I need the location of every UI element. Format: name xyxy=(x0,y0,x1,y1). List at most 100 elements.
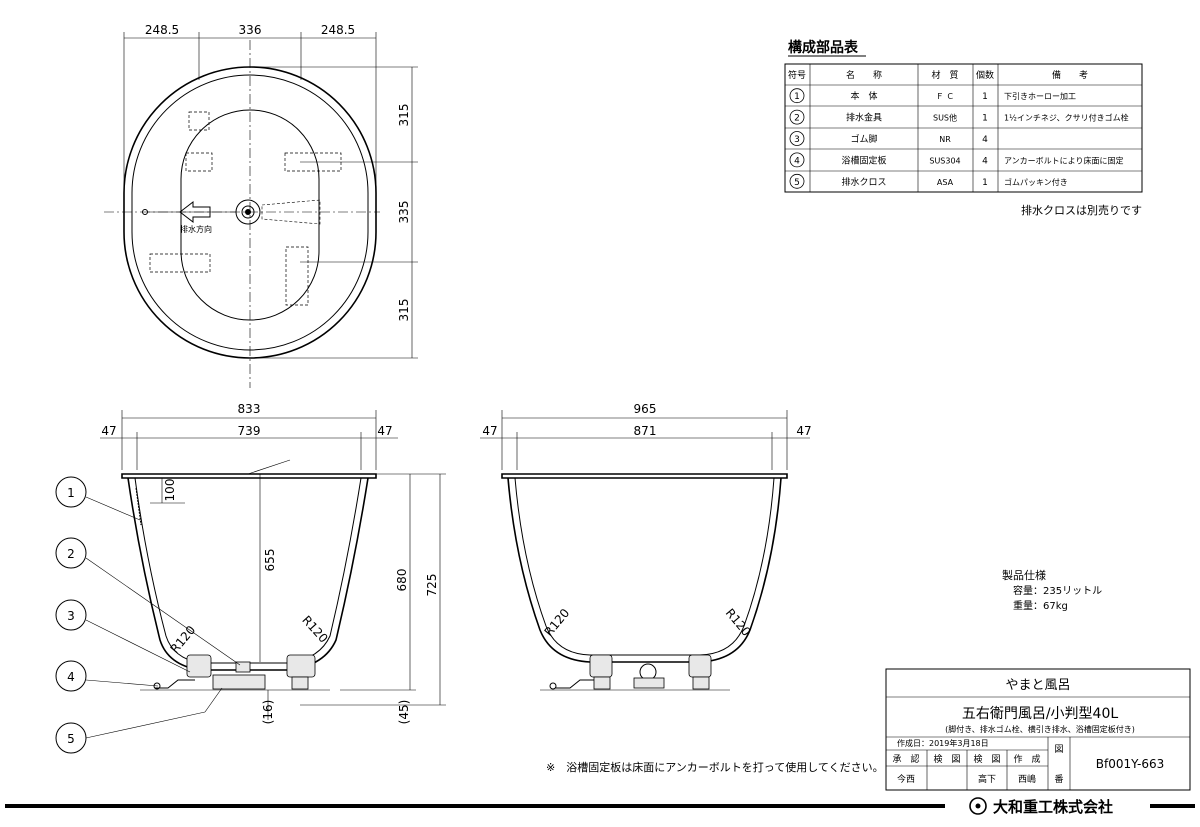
row-material: NR xyxy=(939,135,951,144)
side-height-16: (16) xyxy=(261,700,275,725)
svg-text:2: 2 xyxy=(67,547,75,561)
header-no: 符号 xyxy=(788,69,806,81)
drawing-no-label-2: 番 xyxy=(1054,773,1063,785)
side-radius-left: R120 xyxy=(168,623,199,656)
side-radius-right: R120 xyxy=(299,613,330,646)
front-lip-left: 47 xyxy=(482,424,497,438)
drawing-number: Bf001Y-663 xyxy=(1096,757,1165,771)
row-material: ASA xyxy=(937,178,954,187)
header-qty: 個数 xyxy=(976,69,994,81)
parts-table-footnote: 排水クロスは別売りです xyxy=(1021,203,1142,217)
plan-dim-right-mid: 335 xyxy=(397,201,411,224)
row-note: アンカーボルトにより床面に固定 xyxy=(1004,155,1124,165)
side-lip-right: 47 xyxy=(377,424,392,438)
label-check-2: 検 図 xyxy=(973,753,1000,765)
svg-text:1: 1 xyxy=(67,486,75,500)
plan-dim-top-right: 248.5 xyxy=(321,23,355,37)
label-approve: 承 認 xyxy=(892,753,919,765)
row-qty: 1 xyxy=(982,114,988,124)
spec-title: 製品仕様 xyxy=(1002,568,1046,582)
row-number-circle-icon xyxy=(789,109,805,125)
side-height-680: 680 xyxy=(395,569,409,592)
side-view: 833 47 739 47 100 655 680 725 (16) (45) … xyxy=(100,402,446,724)
row-number-circle-icon xyxy=(789,131,805,146)
row-material: Ｆ Ｃ xyxy=(936,92,955,101)
title-date: 作成日：2019年3月18日 xyxy=(897,738,989,748)
svg-text:3: 3 xyxy=(67,609,75,623)
drain-direction-arrow-icon xyxy=(179,200,211,224)
spec-weight: 重量：67kg xyxy=(1013,599,1068,612)
name-approve: 今西 xyxy=(897,773,915,785)
callout-3: 3 xyxy=(55,599,191,673)
plan-dim-top-left: 248.5 xyxy=(145,23,179,37)
label-create: 作 成 xyxy=(1013,753,1040,765)
callout-5: 5 xyxy=(55,687,223,754)
name-check-2: 高下 xyxy=(978,773,996,785)
title-block: やまと風呂 五右衛門風呂/小判型40L (脚付き、排水ゴム栓、横引き排水、浴槽固… xyxy=(885,668,1191,791)
table-row: 5 排水クロス ASA 1 ゴムパッキン付き xyxy=(789,173,1068,189)
row-qty: 1 xyxy=(982,178,988,188)
front-view: 965 47 871 47 R120 R120 xyxy=(480,402,812,691)
row-name: 排水クロス xyxy=(841,176,886,188)
header-note: 備 考 xyxy=(1052,69,1088,81)
row-number-circle-icon xyxy=(789,88,805,104)
name-create: 西嶋 xyxy=(1018,773,1036,785)
plan-dim-right-bottom: 315 xyxy=(397,299,411,322)
row-note: 1½インチネジ、クサリ付きゴム栓 xyxy=(1004,113,1129,123)
row-name: 浴槽固定板 xyxy=(841,154,886,166)
table-row: 2 排水金具 SUS他 1 1½インチネジ、クサリ付きゴム栓 xyxy=(789,109,1129,125)
row-no: 3 xyxy=(794,135,800,145)
plan-dim-right-top: 315 xyxy=(397,104,411,127)
row-qty: 1 xyxy=(982,92,988,102)
header-material: 材 質 xyxy=(931,69,958,81)
callout-1: 1 xyxy=(55,476,141,521)
parts-table-title: 構成部品表 xyxy=(788,39,859,56)
front-width-inner: 871 xyxy=(634,424,657,438)
spec-capacity: 容量：235リットル xyxy=(1013,584,1102,597)
header-name: 名 称 xyxy=(846,69,882,81)
side-height-45: (45) xyxy=(397,700,411,725)
row-name: 排水金具 xyxy=(846,112,882,124)
product-spec: 製品仕様 容量：235リットル 重量：67kg xyxy=(1002,568,1102,612)
label-check-1: 検 図 xyxy=(933,753,960,765)
company-name: 大和重工株式会社 xyxy=(993,798,1113,816)
callout-4: 4 xyxy=(55,660,159,692)
title-series: やまと風呂 xyxy=(1005,678,1070,693)
side-lip-left: 47 xyxy=(101,424,116,438)
front-radius-left: R120 xyxy=(542,606,573,639)
side-width-total: 833 xyxy=(238,402,261,416)
front-lip-right: 47 xyxy=(796,424,811,438)
side-height-655: 655 xyxy=(263,549,277,572)
row-no: 2 xyxy=(794,114,800,124)
drawing-no-label-1: 図 xyxy=(1054,744,1063,755)
side-height-100: 100 xyxy=(163,479,177,502)
footer: 大和重工株式会社 xyxy=(5,797,1195,816)
row-number-circle-icon xyxy=(789,173,805,189)
callout-2: 2 xyxy=(55,537,241,666)
row-no: 5 xyxy=(794,178,800,188)
row-note: ゴムパッキン付き xyxy=(1004,177,1068,187)
front-width-total: 965 xyxy=(634,402,657,416)
row-no: 4 xyxy=(794,156,800,166)
row-material: SUS304 xyxy=(929,156,960,165)
row-material: SUS他 xyxy=(933,113,957,123)
svg-text:5: 5 xyxy=(67,732,75,746)
side-height-725: 725 xyxy=(425,574,439,597)
drain-direction-label: 排水方向 xyxy=(180,224,212,234)
row-number-circle-icon xyxy=(789,152,805,168)
plan-dim-top-center: 336 xyxy=(239,23,262,37)
row-no: 1 xyxy=(794,92,800,102)
title-subtitle: (脚付き、排水ゴム栓、横引き排水、浴槽固定板付き) xyxy=(945,724,1135,734)
row-name: 本 体 xyxy=(850,90,877,102)
usage-note: ※ 浴槽固定板は床面にアンカーボルトを打って使用してください。 xyxy=(546,760,884,774)
callouts: 1 2 3 4 5 xyxy=(55,476,241,754)
side-width-inner: 739 xyxy=(238,424,261,438)
row-qty: 4 xyxy=(982,156,988,166)
row-name: ゴム脚 xyxy=(850,133,877,145)
company-logo-icon xyxy=(969,797,987,815)
parts-table: 構成部品表 符号 名 称 材 質 個数 備 考 xyxy=(784,39,1143,193)
